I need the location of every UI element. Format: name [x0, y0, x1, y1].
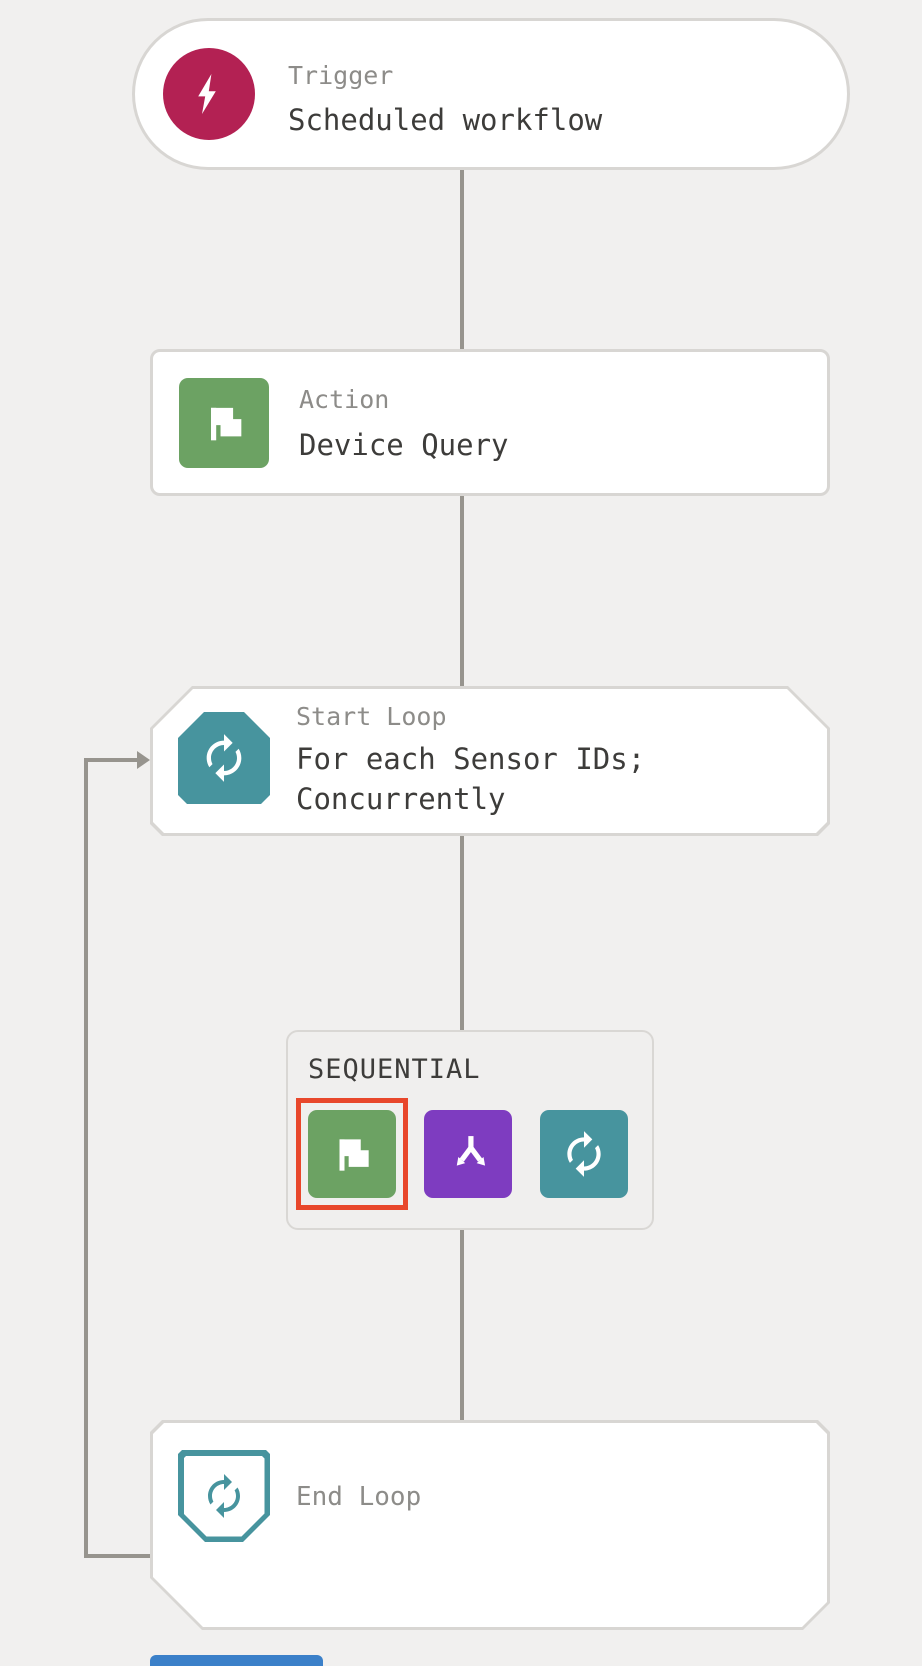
action-type-label: Action [299, 385, 390, 414]
loop-icon [178, 712, 270, 804]
start-loop-title-line2: Concurrently [296, 782, 506, 816]
end-loop-icon [178, 1450, 270, 1542]
action-title: Device Query [299, 428, 509, 462]
flag-icon [179, 378, 269, 468]
connector-startloop-sequential [460, 834, 464, 1034]
start-loop-type-label: Start Loop [296, 702, 447, 731]
start-loop-node[interactable] [150, 686, 830, 836]
palette-flag-icon[interactable] [308, 1110, 396, 1198]
selection-highlight [296, 1098, 408, 1210]
sequential-group-label: SEQUENTIAL [308, 1054, 481, 1085]
loopback-edge-bottom [84, 1554, 152, 1558]
end-loop-label: End Loop [296, 1482, 422, 1512]
next-node-partial[interactable] [150, 1655, 323, 1666]
action-node[interactable]: Action Device Query [150, 349, 830, 496]
loopback-edge-top [84, 758, 139, 762]
loopback-arrowhead-icon [137, 751, 150, 769]
palette-loop-icon[interactable] [540, 1110, 628, 1198]
connector-trigger-action [460, 168, 464, 352]
connector-sequential-endloop [460, 1228, 464, 1424]
trigger-type-label: Trigger [288, 61, 394, 90]
lightning-bolt-icon [163, 48, 255, 140]
connector-action-startloop [460, 494, 464, 690]
trigger-title: Scheduled workflow [288, 103, 603, 137]
palette-branch-icon[interactable] [424, 1110, 512, 1198]
loopback-edge-vertical [84, 758, 88, 1558]
start-loop-title-line1: For each Sensor IDs; [296, 742, 646, 776]
trigger-node[interactable]: Trigger Scheduled workflow [132, 18, 850, 170]
